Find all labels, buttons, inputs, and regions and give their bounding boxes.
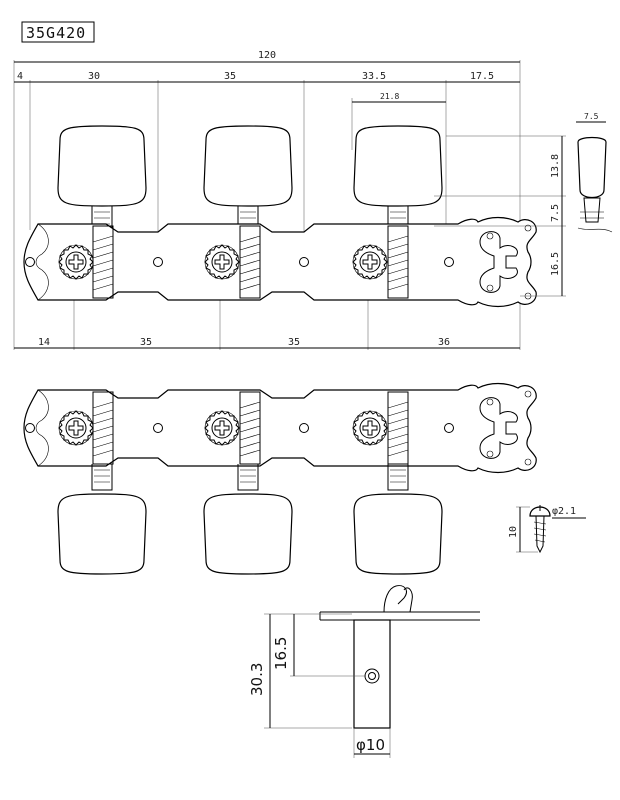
plan-view-bottom <box>23 382 537 575</box>
tuning-button-1 <box>57 125 147 207</box>
dim-top-3: 33.5 <box>362 71 386 82</box>
button-stems-bottom <box>91 464 409 491</box>
tuning-button-3b <box>353 493 443 575</box>
base-plate-top <box>23 216 537 308</box>
dim-bottom-2: 35 <box>288 337 300 348</box>
model-label: 35G420 <box>26 24 86 42</box>
screw-length: 10 <box>508 526 519 538</box>
base-plate-bottom <box>23 382 537 474</box>
plan-view-top: 120 4 30 35 33.5 17.5 21.8 14 35 3 <box>13 50 566 350</box>
model-label-box: 35G420 <box>21 21 95 43</box>
dim-right-0: 13.8 <box>550 154 561 178</box>
screw-diameter: φ2.1 <box>552 506 576 517</box>
section-height-hole: 16.5 <box>272 637 290 670</box>
section-diameter: φ10 <box>356 736 385 754</box>
section-view: 16.5 30.3 φ10 <box>248 585 480 758</box>
tuning-button-3 <box>353 125 443 207</box>
tuning-button-1b <box>57 493 147 575</box>
button-side-view: 7.5 <box>576 112 613 233</box>
dim-right-2: 16.5 <box>550 252 561 276</box>
tuning-button-2b <box>203 493 293 575</box>
dim-bottom-0: 14 <box>38 337 50 348</box>
section-height-total: 30.3 <box>248 663 266 696</box>
dim-top-0: 4 <box>17 71 23 82</box>
dim-top-2: 35 <box>224 71 236 82</box>
dim-top-1: 30 <box>88 71 100 82</box>
screw-detail: 10 φ2.1 <box>508 505 586 554</box>
dim-bottom-3: 36 <box>438 337 450 348</box>
tuning-button-2 <box>203 125 293 207</box>
dim-top-4: 17.5 <box>470 71 494 82</box>
dim-right-1: 7.5 <box>550 204 561 222</box>
dim-bottom-1: 35 <box>140 337 152 348</box>
dim-overall: 120 <box>258 50 276 61</box>
dim-side-width: 7.5 <box>584 112 599 121</box>
dim-post-spacing: 21.8 <box>380 92 399 101</box>
